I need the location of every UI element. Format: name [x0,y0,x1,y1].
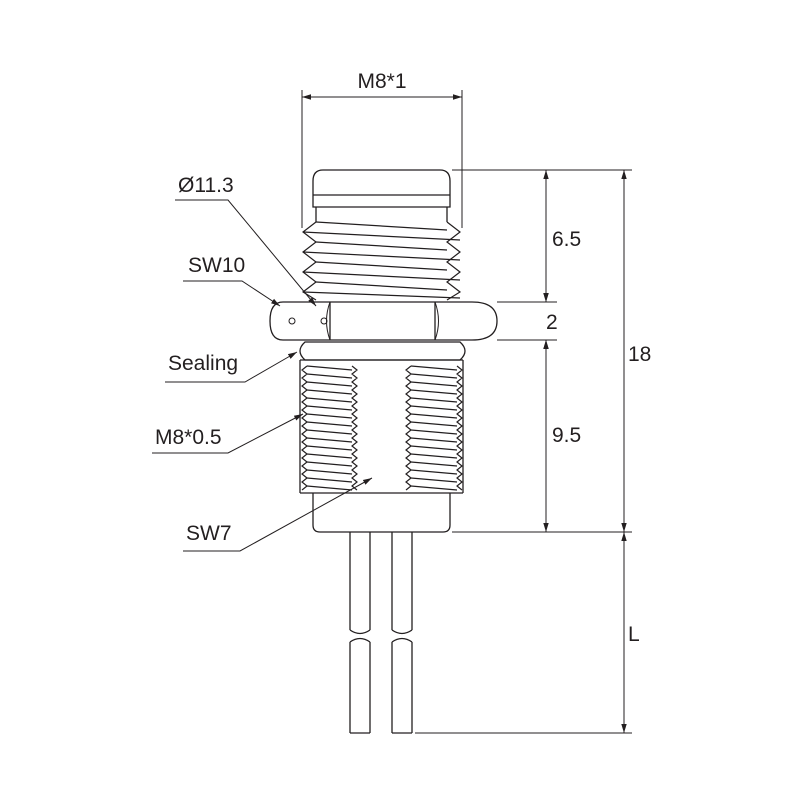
thread-crest [410,485,458,491]
thread-flank [456,365,463,491]
thread-crest [410,461,458,467]
label-top-height: 6.5 [552,228,581,251]
thread-crest [306,445,353,451]
thread-crest [306,477,353,483]
thread-crest [306,413,353,419]
thread-crest [410,453,458,459]
label-thread-bottom: M8*0.5 [155,426,222,449]
label-nut-wrench: SW10 [188,254,245,277]
label-total-height: 18 [628,343,651,366]
callout-thread-bottom: M8*0.5 [152,413,304,454]
bottom-collar [312,493,451,533]
dimension-top-height: 6.5 [543,170,581,302]
callout-sealing: Sealing [165,351,298,383]
thread-crest [306,469,353,475]
thread-crest [306,421,353,427]
lower-body [299,359,464,494]
callout-flange-diameter: Ø11.3 [175,174,317,307]
thread-crest [306,373,353,379]
dimension-wire-length: L [621,532,640,733]
thread-crest [410,469,458,475]
callout-body-wrench: SW7 [183,477,373,552]
top-cap [312,169,451,208]
thread-crest [306,405,353,411]
thread-crest [410,429,458,435]
callout-nut-wrench: SW10 [183,254,281,307]
thread-crest [410,421,458,427]
extension-lines [415,169,632,734]
dimension-thread-height: 9.5 [543,340,581,532]
thread-crest [410,397,458,403]
upper-thread [301,207,462,301]
thread-crest [306,461,353,467]
dimension-nut-height: 2 [543,286,558,356]
lower-thread-right [405,365,463,491]
label-wire-length: L [628,623,640,646]
label-flange-diameter: Ø11.3 [178,174,234,197]
hex-nut [269,301,498,341]
thread-flank [301,365,308,491]
thread-crest [306,437,353,443]
wires [349,532,413,734]
thread-crest [306,485,353,491]
thread-flank [351,365,358,491]
thread-crest [410,445,458,451]
thread-crest [410,477,458,483]
label-thread-top: M8*1 [357,70,406,93]
thread-crest [306,397,353,403]
thread-crest [410,365,458,371]
label-sealing: Sealing [168,352,238,375]
thread-crest [410,389,458,395]
thread-crest [410,413,458,419]
thread-flank [405,365,412,491]
thread-crest [410,405,458,411]
thread-crest [410,381,458,387]
label-body-wrench: SW7 [186,522,232,545]
dimension-total-height: 18 [621,170,651,532]
thread-crest [306,381,353,387]
label-thread-height: 9.5 [552,424,581,447]
label-nut-height: 2 [546,311,558,334]
thread-crest [306,389,353,395]
sealing-ring [299,341,466,361]
thread-crest [306,429,353,435]
thread-crest [410,437,458,443]
dimension-thread-top: M8*1 [301,70,463,228]
lower-thread-left [301,365,358,491]
thread-crest [410,373,458,379]
thread-crest [306,365,353,371]
thread-crest [306,453,353,459]
